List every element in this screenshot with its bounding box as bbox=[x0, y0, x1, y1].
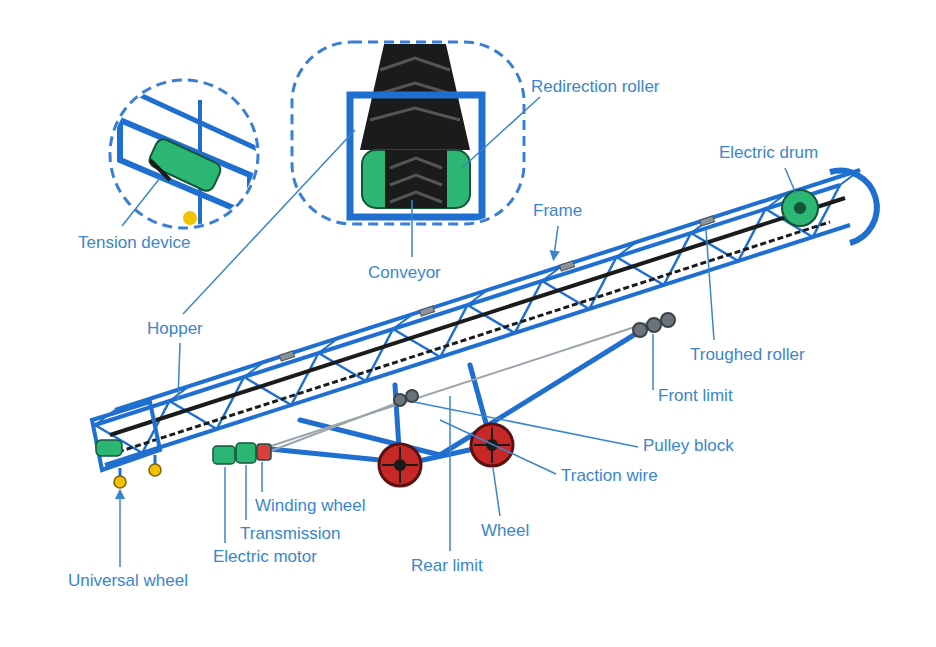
part-label: Rear limit bbox=[411, 556, 483, 576]
conveyor-belt bbox=[110, 198, 845, 452]
leader-lines bbox=[785, 168, 796, 194]
leader-lines bbox=[440, 420, 556, 474]
leader-lines bbox=[120, 97, 796, 567]
tail-end bbox=[96, 440, 122, 456]
leader-lines bbox=[449, 396, 451, 551]
universal-wheel bbox=[114, 464, 161, 488]
wheel-spokes bbox=[382, 427, 510, 483]
tail-end bbox=[92, 402, 160, 470]
support-struts bbox=[300, 420, 440, 455]
part-label: Tension device bbox=[78, 233, 190, 253]
redirection-inset bbox=[350, 44, 482, 217]
drive-unit bbox=[213, 446, 235, 464]
leader-lines bbox=[411, 200, 413, 257]
leader-lines bbox=[122, 178, 160, 226]
tension-inset bbox=[120, 95, 260, 230]
traction-wire bbox=[265, 322, 650, 448]
leader-lines bbox=[261, 462, 263, 492]
part-label: Hopper bbox=[147, 319, 203, 339]
pulley-block bbox=[394, 394, 406, 406]
pulley-block bbox=[633, 323, 647, 337]
redirection-inset bbox=[362, 150, 470, 208]
part-label: Wheel bbox=[481, 521, 529, 541]
conveyor-belt bbox=[118, 222, 830, 452]
tail-end bbox=[92, 402, 160, 478]
troughed-roller bbox=[699, 216, 714, 226]
wheel-spokes bbox=[395, 460, 405, 470]
troughed-roller bbox=[279, 216, 714, 361]
drive-unit bbox=[257, 444, 271, 460]
pulley-block bbox=[661, 313, 675, 327]
part-label: Frame bbox=[533, 201, 582, 221]
leader-lines bbox=[414, 402, 638, 447]
part-label: Front limit bbox=[658, 386, 733, 406]
troughed-roller bbox=[419, 306, 434, 316]
leader-lines bbox=[706, 230, 714, 340]
part-label: Electric motor bbox=[213, 547, 317, 567]
troughed-roller bbox=[559, 261, 574, 271]
support-struts bbox=[440, 325, 650, 455]
leader-lines bbox=[554, 226, 558, 256]
pulley-block bbox=[647, 318, 661, 332]
redirection-inset bbox=[292, 42, 524, 224]
leader-lines bbox=[493, 468, 500, 516]
universal-wheel bbox=[149, 464, 161, 476]
redirection-inset bbox=[390, 158, 442, 202]
tension-inset bbox=[147, 137, 223, 194]
tension-inset bbox=[183, 211, 197, 225]
part-label: Transmission bbox=[240, 524, 340, 544]
conveyor-frame bbox=[95, 170, 860, 425]
wheel bbox=[379, 424, 513, 486]
tension-inset bbox=[110, 80, 258, 228]
leader-lines bbox=[652, 334, 654, 390]
leader-lines bbox=[178, 343, 180, 400]
head-end bbox=[782, 171, 877, 243]
part-label: Winding wheel bbox=[255, 496, 366, 516]
redirection-inset bbox=[385, 150, 447, 208]
head-end bbox=[782, 190, 818, 226]
head-end bbox=[794, 202, 806, 214]
leader-lines bbox=[183, 130, 355, 314]
leader-lines bbox=[119, 494, 121, 567]
leader-lines bbox=[245, 465, 247, 520]
wheel bbox=[379, 444, 421, 486]
part-label: Redirection roller bbox=[531, 77, 660, 97]
part-label: Traction wire bbox=[561, 466, 658, 486]
redirection-inset bbox=[292, 40, 524, 224]
leader-lines bbox=[224, 467, 226, 543]
drive-unit bbox=[236, 443, 256, 463]
drive-unit bbox=[213, 443, 271, 464]
part-label: Troughed roller bbox=[690, 345, 805, 365]
part-label: Pulley block bbox=[643, 436, 734, 456]
leader-lines bbox=[462, 97, 540, 168]
head-end bbox=[830, 171, 877, 243]
troughed-roller bbox=[279, 351, 294, 361]
tension-inset bbox=[110, 80, 260, 230]
redirection-inset bbox=[350, 95, 482, 217]
pulley-block bbox=[406, 390, 418, 402]
part-label: Universal wheel bbox=[68, 571, 188, 591]
tension-inset bbox=[150, 160, 170, 180]
universal-wheel bbox=[114, 476, 126, 488]
conveyor-belt bbox=[110, 198, 845, 435]
redirection-inset bbox=[370, 58, 460, 120]
part-label: Electric drum bbox=[719, 143, 818, 163]
part-label: Conveyor bbox=[368, 263, 441, 283]
